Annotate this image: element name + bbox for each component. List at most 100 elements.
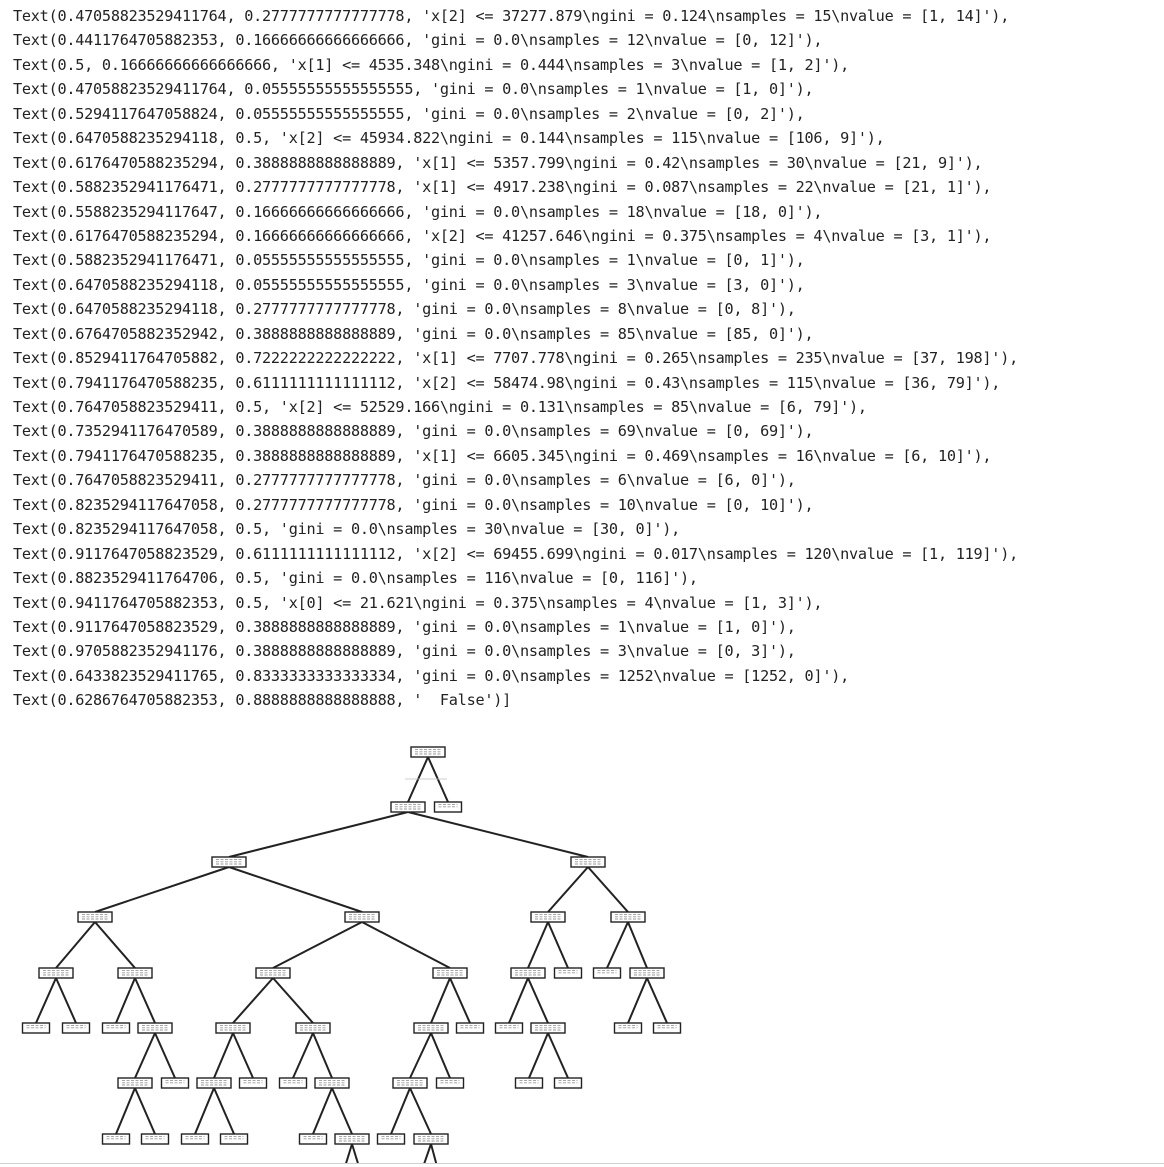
tree-edge (134, 1087, 156, 1135)
tree-leaf-node (455, 1022, 485, 1034)
tree-edge (351, 1143, 359, 1163)
tree-edge (547, 921, 569, 969)
output-line: Text(0.9411764705882353, 0.5, 'x[0] <= 2… (13, 593, 823, 612)
tree-split-node (413, 1022, 449, 1034)
tree-leaf-node (652, 1022, 682, 1034)
output-line: Text(0.47058823529411764, 0.055555555555… (13, 80, 814, 99)
tree-node-box (215, 1022, 251, 1034)
tree-node-box (629, 967, 665, 979)
tree-leaf-node (435, 1077, 465, 1089)
tree-split-node (117, 1077, 153, 1089)
tree-split-node (570, 856, 606, 868)
output-line: Text(0.9117647058823529, 0.3888888888888… (13, 617, 796, 636)
tree-edge (115, 977, 136, 1024)
tree-leaf-node (553, 1077, 583, 1089)
tree-node-box (137, 1022, 173, 1034)
output-line: Text(0.7941176470588235, 0.3888888888888… (13, 446, 992, 465)
tree-split-node (410, 746, 446, 758)
tree-edge (292, 1032, 314, 1079)
tree-split-node (432, 967, 468, 979)
output-line: Text(0.7941176470588235, 0.6111111111111… (13, 373, 1001, 392)
tree-edge (407, 756, 429, 803)
tree-leaf-node (376, 1133, 406, 1145)
tree-split-node (530, 1022, 566, 1034)
tree-split-node (196, 1077, 232, 1089)
tree-node-box (117, 967, 153, 979)
tree-split-node (211, 856, 247, 868)
tree-leaf-node (278, 1077, 308, 1089)
output-line: Text(0.47058823529411764, 0.277777777777… (13, 7, 1010, 25)
tree-leaf-node (494, 1022, 524, 1034)
tree-edge (407, 811, 589, 858)
tree-split-node (629, 967, 665, 979)
tree-leaf-node (433, 801, 463, 813)
tree-node-box (432, 967, 468, 979)
output-line: Text(0.6176470588235294, 0.1666666666666… (13, 226, 992, 245)
tree-leaf-node (140, 1133, 170, 1145)
tree-node-box (390, 801, 426, 813)
tree-edge (646, 977, 668, 1024)
tree-edge (115, 1087, 136, 1135)
tree-split-node (392, 1077, 428, 1089)
tree-leaf-node (160, 1077, 190, 1089)
tree-node-box (530, 911, 566, 923)
output-line: Text(0.6764705882352942, 0.3888888888888… (13, 324, 814, 343)
tree-node-box (570, 856, 606, 868)
output-line: Text(0.8529411764705882, 0.7222222222222… (13, 349, 1018, 368)
tree-edge (228, 811, 409, 858)
tree-edge (430, 1143, 438, 1163)
tree-edge (547, 1032, 569, 1079)
tree-edge (331, 1087, 353, 1135)
tree-edge (134, 1032, 156, 1079)
output-line: Text(0.6470588235294118, 0.0555555555555… (13, 275, 805, 294)
tree-split-node (38, 967, 74, 979)
tree-split-node (295, 1022, 331, 1034)
output-line: Text(0.8235294117647058, 0.5, 'gini = 0.… (13, 520, 681, 539)
tree-edge (627, 977, 648, 1024)
output-line: Text(0.5882352941176471, 0.0555555555555… (13, 251, 805, 270)
output-line: Text(0.6286764705882353, 0.8888888888888… (13, 691, 512, 710)
output-line: Text(0.6470588235294118, 0.5, 'x[2] <= 4… (13, 129, 885, 148)
output-line: Text(0.7647058823529411, 0.5, 'x[2] <= 5… (13, 398, 867, 416)
tree-node-box (211, 856, 247, 868)
output-line: Text(0.8235294117647058, 0.2777777777777… (13, 495, 814, 514)
tree-split-node (510, 967, 546, 979)
tree-node-box (334, 1133, 370, 1145)
tree-edge (361, 921, 451, 969)
tree-node-box (344, 911, 380, 923)
output-line: Text(0.5588235294117647, 0.1666666666666… (13, 202, 823, 221)
tree-split-node (255, 967, 291, 979)
tree-edge (427, 756, 449, 803)
tree-split-node (334, 1133, 370, 1145)
tree-edge (528, 1032, 549, 1079)
tree-leaf-node (298, 1133, 328, 1145)
tree-node-box (255, 967, 291, 979)
tree-edge (547, 866, 589, 913)
tree-edge (272, 921, 363, 969)
tree-edge (627, 921, 648, 969)
tree-leaf-node (592, 967, 622, 979)
tree-node-box (314, 1077, 350, 1089)
tree-split-node (215, 1022, 251, 1034)
output-line: Text(0.6176470588235294, 0.3888888888888… (13, 153, 983, 172)
tree-edge (134, 977, 156, 1024)
tree-split-node (77, 911, 113, 923)
tree-edge (527, 921, 549, 969)
tree-edge (449, 977, 471, 1024)
tree-leaf-node (21, 1022, 51, 1034)
tree-edge (94, 866, 230, 913)
tree-edge (228, 866, 363, 913)
tree-node-box (413, 1022, 449, 1034)
output-line: Text(0.8823529411764706, 0.5, 'gini = 0.… (13, 569, 698, 588)
tree-leaf-node (219, 1133, 249, 1145)
tree-edge (409, 1087, 432, 1135)
tree-split-node (117, 967, 153, 979)
tree-edge (606, 921, 629, 969)
tree-split-node (530, 911, 566, 923)
tree-edge (55, 921, 96, 969)
tree-edge (430, 977, 451, 1024)
tree-edge (232, 977, 274, 1024)
tree-edge (35, 977, 57, 1024)
tree-node-box (410, 746, 446, 758)
tree-leaf-node (613, 1022, 643, 1034)
